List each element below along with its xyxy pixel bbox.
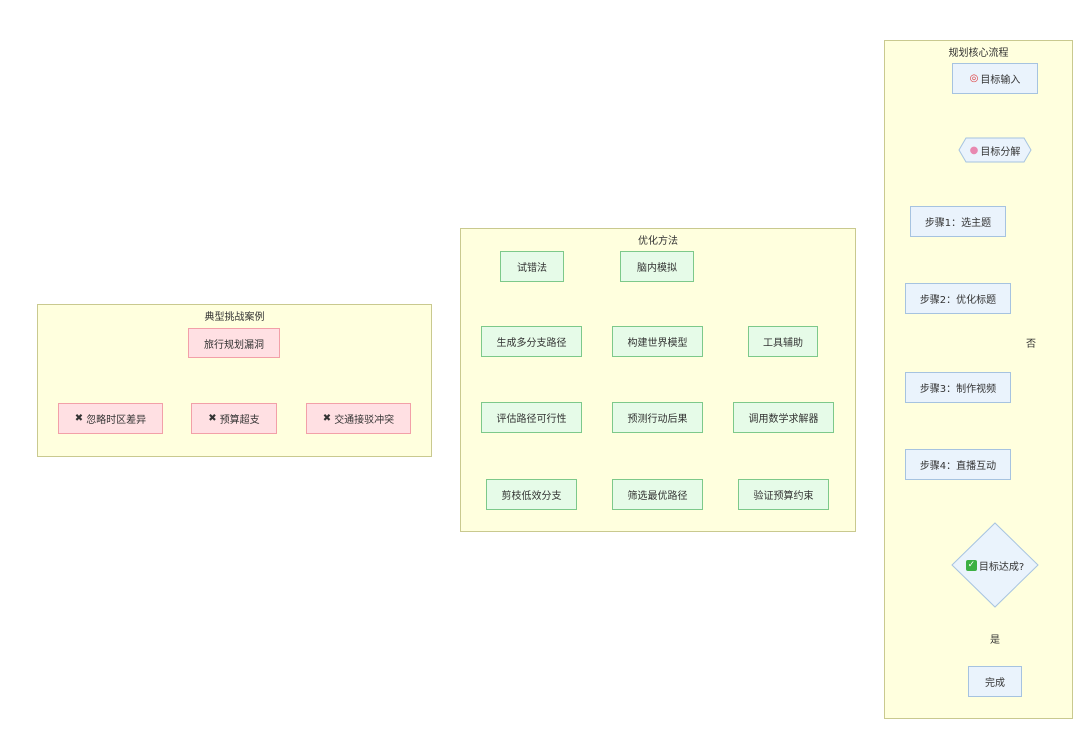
evaluate-paths-node[interactable]: 评估路径可行性: [481, 402, 582, 433]
goal-input-node[interactable]: ◎ 目标输入: [952, 63, 1038, 94]
cross-mark-icon: ✖: [208, 413, 217, 424]
travel-planning-flaw-node[interactable]: 旅行规划漏洞: [188, 328, 280, 358]
done-node[interactable]: 完成: [968, 666, 1022, 697]
trial-and-error-node[interactable]: 试错法: [500, 251, 564, 282]
planning-core-flow-title: 规划核心流程: [948, 48, 1009, 59]
prune-branches-node[interactable]: 剪枝低效分支: [486, 479, 577, 510]
goal-reached-diamond[interactable]: [951, 522, 1039, 608]
budget-overrun-node[interactable]: ✖ 预算超支: [191, 403, 277, 434]
generate-branches-node[interactable]: 生成多分支路径: [481, 326, 582, 357]
step3-node[interactable]: 步骤3：制作视频: [905, 372, 1011, 403]
transfer-conflict-node[interactable]: ✖ 交通接驳冲突: [306, 403, 411, 434]
cross-mark-icon: ✖: [322, 413, 332, 424]
predict-consequences-node[interactable]: 预测行动后果: [612, 402, 703, 433]
verify-budget-node[interactable]: 验证预算约束: [738, 479, 829, 510]
goal-reached-node[interactable]: ✓ 目标达成?: [965, 559, 1025, 573]
cross-mark-icon: ✖: [74, 413, 84, 424]
select-best-path-node[interactable]: 筛选最优路径: [612, 479, 703, 510]
tool-assist-node[interactable]: 工具辅助: [748, 326, 818, 357]
optimization-methods-title: 优化方法: [638, 236, 678, 247]
ignore-timezone-node[interactable]: ✖ 忽略时区差异: [58, 403, 163, 434]
edge-label-no: 否: [1025, 335, 1037, 350]
challenge-cases-group: 典型挑战案例: [37, 304, 432, 457]
call-math-solver-node[interactable]: 调用数学求解器: [733, 402, 834, 433]
build-world-model-node[interactable]: 构建世界模型: [612, 326, 703, 357]
step2-node[interactable]: 步骤2：优化标题: [905, 283, 1011, 314]
brain-icon: ●: [969, 144, 979, 156]
target-icon: ◎: [969, 73, 979, 84]
step1-node[interactable]: 步骤1：选主题: [910, 206, 1006, 237]
mental-simulation-node[interactable]: 脑内模拟: [620, 251, 694, 282]
edge-label-yes: 是: [989, 631, 1001, 646]
goal-decompose-hexagon[interactable]: [958, 137, 1032, 163]
goal-decompose-node[interactable]: ● 目标分解: [969, 144, 1021, 158]
challenge-cases-title: 典型挑战案例: [204, 312, 265, 323]
check-mark-icon: ✓: [965, 559, 977, 571]
step4-node[interactable]: 步骤4：直播互动: [905, 449, 1011, 480]
